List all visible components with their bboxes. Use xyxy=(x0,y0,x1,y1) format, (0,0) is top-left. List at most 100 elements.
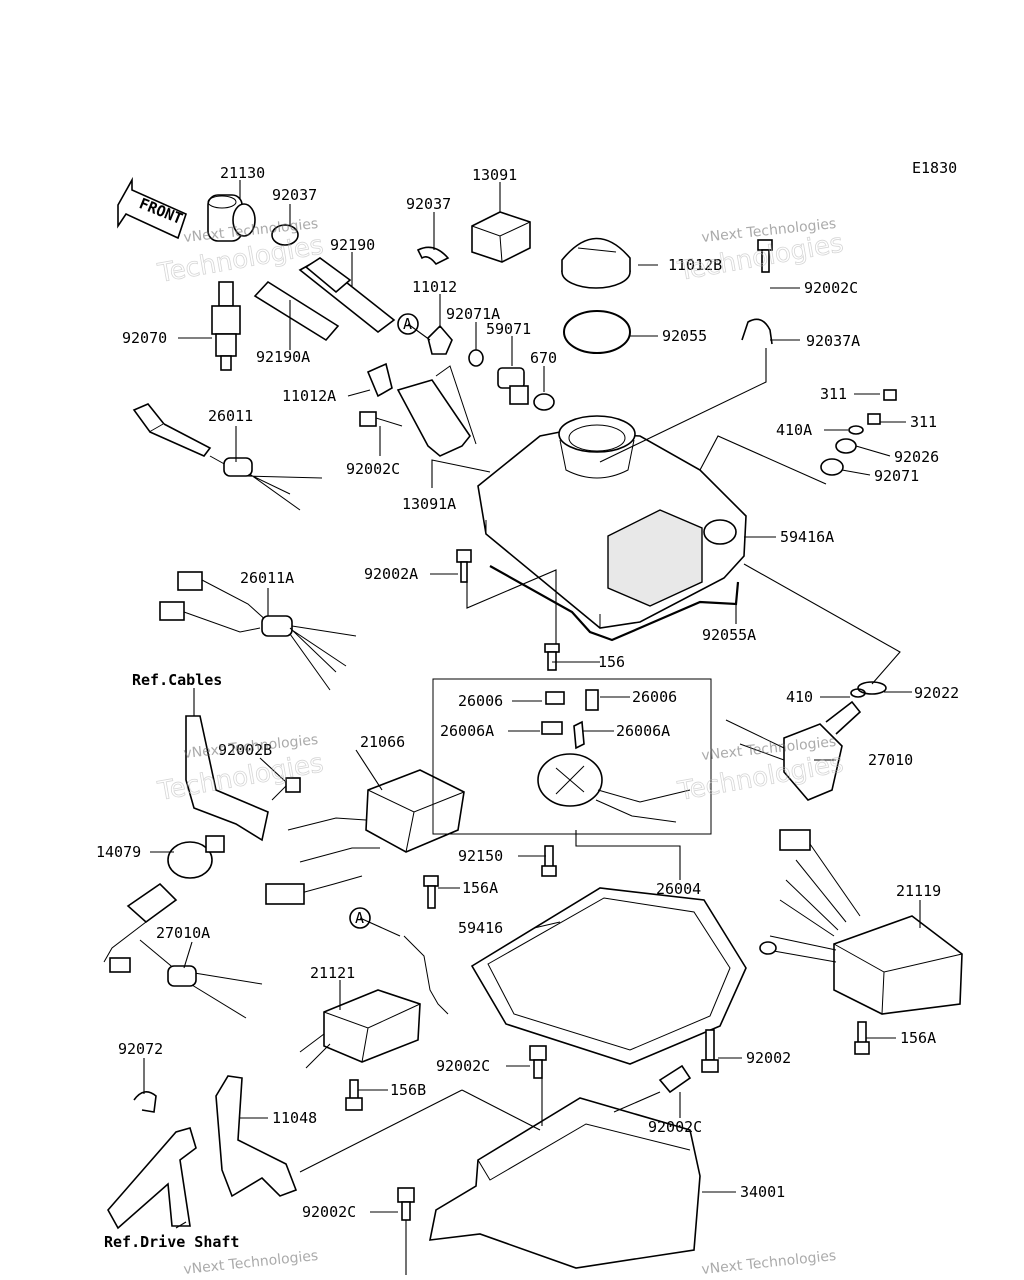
label-26006A-l: 26006A xyxy=(440,722,494,740)
label-92002C-b3: 92002C xyxy=(302,1203,356,1221)
watermark-top-right: vNext Technologies Technologies xyxy=(675,216,846,288)
label-13091A: 13091A xyxy=(402,495,456,513)
spark-plug-92070-icon xyxy=(211,281,241,371)
part-21130-icon xyxy=(207,194,256,242)
bracket-13091-icon xyxy=(471,211,531,263)
bolt-92002C-icon xyxy=(757,239,773,273)
label-92026: 92026 xyxy=(894,448,939,466)
bracket-ref-cables-icon xyxy=(185,715,269,842)
label-670: 670 xyxy=(530,349,557,367)
sensor-27010-icon xyxy=(725,700,862,801)
label-311a: 311 xyxy=(820,385,847,403)
watermark-bottom-left: vNext Technologies xyxy=(183,1248,319,1278)
clamp-92037A-icon xyxy=(741,318,773,345)
label-92002C-l: 92002C xyxy=(346,460,400,478)
watermark-bottom-right: vNext Technologies xyxy=(701,1248,837,1278)
label-26006-l: 26006 xyxy=(458,692,503,710)
svg-text:vNext Technologies: vNext Technologies xyxy=(701,1248,837,1278)
bolt-156A-right-icon xyxy=(854,1021,870,1055)
bolt-92002C-left-icon xyxy=(359,411,403,427)
label-21121: 21121 xyxy=(310,964,355,982)
label-92071: 92071 xyxy=(874,467,919,485)
svg-text:A: A xyxy=(403,315,412,333)
label-ref-drive-shaft: Ref.Drive Shaft xyxy=(104,1233,239,1251)
part-311b-icon xyxy=(867,413,881,425)
bracket-34001-icon xyxy=(428,1097,701,1269)
fuse-26006-right-icon xyxy=(585,689,599,711)
fuse-group-frame xyxy=(432,678,712,835)
part-11012-icon xyxy=(427,324,453,355)
label-26006A-r: 26006A xyxy=(616,722,670,740)
label-26006-r: 26006 xyxy=(632,688,677,706)
watermark-mid-left: vNext Technologies Technologies xyxy=(155,732,326,808)
o-ring-92022-icon xyxy=(857,681,887,695)
label-21066: 21066 xyxy=(360,733,405,751)
part-14079-icon xyxy=(167,835,225,879)
label-27010: 27010 xyxy=(868,751,913,769)
part-311-icon xyxy=(883,389,897,401)
bolt-156A-left-icon xyxy=(423,875,439,909)
fitting-59071-icon xyxy=(497,367,529,405)
label-92037-top: 92037 xyxy=(272,186,317,204)
svg-text:vNext Technologies: vNext Technologies xyxy=(183,1248,319,1278)
label-ref-cables: Ref.Cables xyxy=(132,671,222,689)
fuse-26006A-icon xyxy=(541,721,563,735)
label-14079: 14079 xyxy=(96,843,141,861)
bracket-13091A-icon xyxy=(396,379,471,457)
label-410: 410 xyxy=(786,688,813,706)
label-92055A: 92055A xyxy=(702,626,756,644)
sensor-26011A-icon xyxy=(159,571,357,691)
label-59416: 59416 xyxy=(458,919,503,937)
bolt-92002-icon xyxy=(701,1029,719,1073)
bolt-92002B-icon xyxy=(271,777,301,801)
bolt-92002C-b1-icon xyxy=(529,1045,547,1079)
bolt-156B-icon xyxy=(345,1079,363,1111)
svg-text:A: A xyxy=(355,909,364,927)
label-92002: 92002 xyxy=(746,1049,791,1067)
ignition-coil-21121-icon xyxy=(299,935,449,1069)
part-labels: 21130 92037 92190 92070 92190A 92037 130… xyxy=(96,164,959,1251)
cap-11012B-icon xyxy=(561,237,631,289)
bolt-92002C-b3-icon xyxy=(397,1187,415,1221)
label-92190: 92190 xyxy=(330,236,375,254)
bolt-92150-icon xyxy=(541,845,557,877)
bracket-11048-icon xyxy=(215,1075,298,1198)
label-11012A: 11012A xyxy=(282,387,336,405)
plate-59416-icon xyxy=(470,887,747,1065)
sensor-27010A-icon xyxy=(103,882,263,1019)
label-11012: 11012 xyxy=(412,278,457,296)
label-11048: 11048 xyxy=(272,1109,317,1127)
label-92070: 92070 xyxy=(122,329,167,347)
diagram-code: E1830 xyxy=(912,159,957,177)
label-92190A: 92190A xyxy=(256,348,310,366)
label-26011: 26011 xyxy=(208,407,253,425)
label-156A-r: 156A xyxy=(900,1029,936,1047)
label-92002C-r: 92002C xyxy=(804,279,858,297)
grommet-92071-icon xyxy=(820,458,844,476)
label-27010A: 27010A xyxy=(156,924,210,942)
fuse-box-26004-icon xyxy=(537,753,691,823)
regulator-21066-icon xyxy=(265,769,465,905)
clamp-92037-icon xyxy=(271,224,299,246)
grommet-92026-icon xyxy=(835,438,857,454)
label-59071: 59071 xyxy=(486,320,531,338)
label-156: 156 xyxy=(598,653,625,671)
electric-case-59416A-icon xyxy=(477,415,747,629)
cdi-box-21119-icon xyxy=(759,829,963,1015)
label-92002C-b2: 92002C xyxy=(648,1118,702,1136)
label-92072: 92072 xyxy=(118,1040,163,1058)
label-92071A: 92071A xyxy=(446,305,500,323)
label-59416A: 59416A xyxy=(780,528,834,546)
label-156B: 156B xyxy=(390,1081,426,1099)
leader-lines xyxy=(143,180,921,1275)
label-410A: 410A xyxy=(776,421,812,439)
part-11012A-icon xyxy=(366,362,393,398)
label-11012B: 11012B xyxy=(668,256,722,274)
bolt-156-icon xyxy=(544,643,560,671)
label-92002B: 92002B xyxy=(218,741,272,759)
front-arrow-icon: FRONT xyxy=(117,176,187,240)
o-ring-670-icon xyxy=(533,393,555,411)
sensor-26011-icon xyxy=(132,403,323,511)
bolt-92002C-b2-icon xyxy=(658,1064,692,1094)
